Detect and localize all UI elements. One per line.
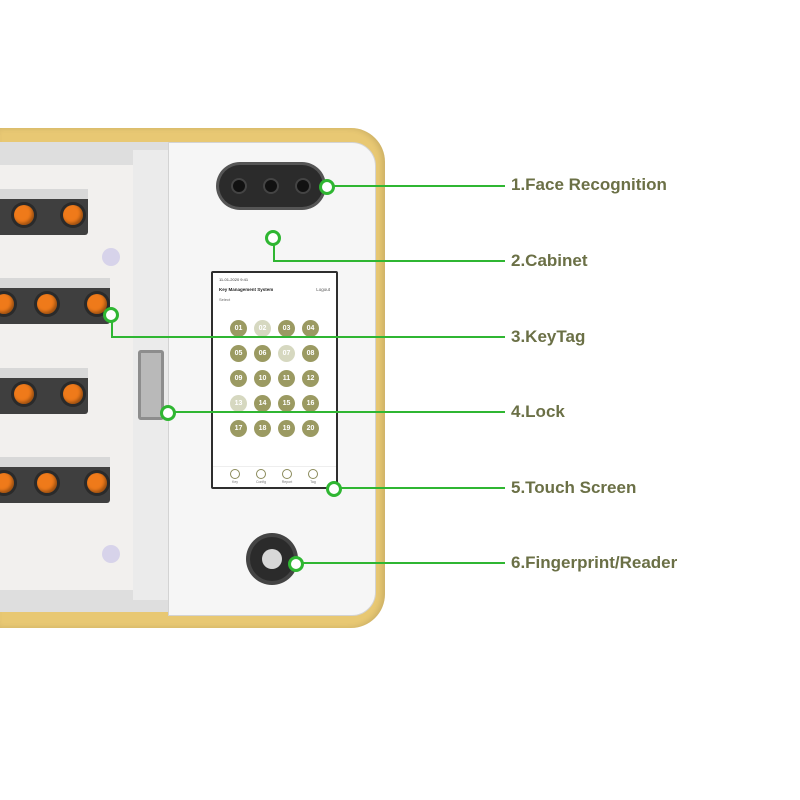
callout-line [303,562,505,564]
slot-number-strip [0,457,110,467]
key-knob[interactable] [87,473,107,493]
gear-icon [256,469,266,479]
document-icon [282,469,292,479]
key-button[interactable]: 13 [230,395,247,412]
callout-marker [265,230,281,246]
nav-tag[interactable]: Tag [303,469,323,484]
callout-marker [319,179,335,195]
key-button[interactable]: 06 [254,345,271,362]
callout-label-touch-screen: 5.Touch Screen [511,478,637,497]
key-button[interactable]: 09 [230,370,247,387]
callout-marker [288,556,304,572]
key-button[interactable]: 10 [254,370,271,387]
key-button[interactable]: 07 [278,345,295,362]
key-button[interactable]: 04 [302,320,319,337]
indicator-dot [102,545,120,563]
callout-line [341,487,505,489]
nav-key[interactable]: Key [225,469,245,484]
logout-link[interactable]: Logout [316,287,330,292]
camera-lens-icon [263,178,279,194]
screen-subtitle: Select [219,297,231,302]
callout-line [273,245,275,261]
nav-config[interactable]: Config [251,469,271,484]
callout-label-cabinet: 2.Cabinet [511,251,588,270]
key-knob[interactable] [0,473,14,493]
slot-number-strip [0,368,88,378]
key-knob[interactable] [63,205,83,225]
key-knob[interactable] [63,384,83,404]
key-button[interactable]: 16 [302,395,319,412]
callout-line [333,185,505,187]
callout-marker [103,307,119,323]
key-button[interactable]: 08 [302,345,319,362]
user-icon [308,469,318,479]
key-button[interactable]: 15 [278,395,295,412]
callout-line [111,336,505,338]
fingerprint-icon [262,549,282,569]
callout-marker [160,405,176,421]
key-icon [230,469,240,479]
callout-label-face-recognition: 1.Face Recognition [511,175,667,194]
key-button[interactable]: 11 [278,370,295,387]
callout-label-fingerprint-reader: 6.Fingerprint/Reader [511,553,678,572]
key-slot-row [0,278,110,324]
key-knob[interactable] [37,294,57,314]
callout-label-keytag: 3.KeyTag [511,327,586,346]
key-slot-row [0,457,110,503]
key-slot-row [0,368,88,414]
nav-label: Tag [310,480,316,484]
key-button[interactable]: 18 [254,420,271,437]
face-recognition-camera [219,165,323,207]
touch-screen[interactable]: 11-01-2020 9:41 Key Management System Lo… [211,271,338,489]
nav-report[interactable]: Report [277,469,297,484]
key-knob[interactable] [14,384,34,404]
fingerprint-reader[interactable] [250,537,294,581]
key-button[interactable]: 02 [254,320,271,337]
callout-line [111,322,113,337]
key-knob[interactable] [0,294,14,314]
key-knob[interactable] [14,205,34,225]
callout-line [273,260,505,262]
camera-lens-icon [295,178,311,194]
key-panel [0,165,135,590]
callout-marker [326,481,342,497]
screen-nav-bar: Key Config Report Tag [213,466,336,487]
callout-line [175,411,505,413]
key-button[interactable]: 17 [230,420,247,437]
callout-label-lock: 4.Lock [511,402,565,421]
key-button[interactable]: 12 [302,370,319,387]
key-button[interactable]: 05 [230,345,247,362]
key-knob[interactable] [37,473,57,493]
status-bar-text: 11-01-2020 9:41 [219,277,249,282]
indicator-dot [102,248,120,266]
nav-label: Key [231,480,239,484]
nav-label: Config [255,480,267,484]
slot-number-strip [0,278,110,288]
nav-label: Report [281,480,293,484]
screen-title: Key Management System [219,287,274,292]
key-knob[interactable] [87,294,107,314]
key-button[interactable]: 01 [230,320,247,337]
key-button[interactable]: 03 [278,320,295,337]
key-button[interactable]: 19 [278,420,295,437]
lock-latch[interactable] [138,350,164,420]
slot-number-strip [0,189,88,199]
camera-lens-icon [231,178,247,194]
key-button[interactable]: 14 [254,395,271,412]
key-button[interactable]: 20 [302,420,319,437]
key-slot-row [0,189,88,235]
